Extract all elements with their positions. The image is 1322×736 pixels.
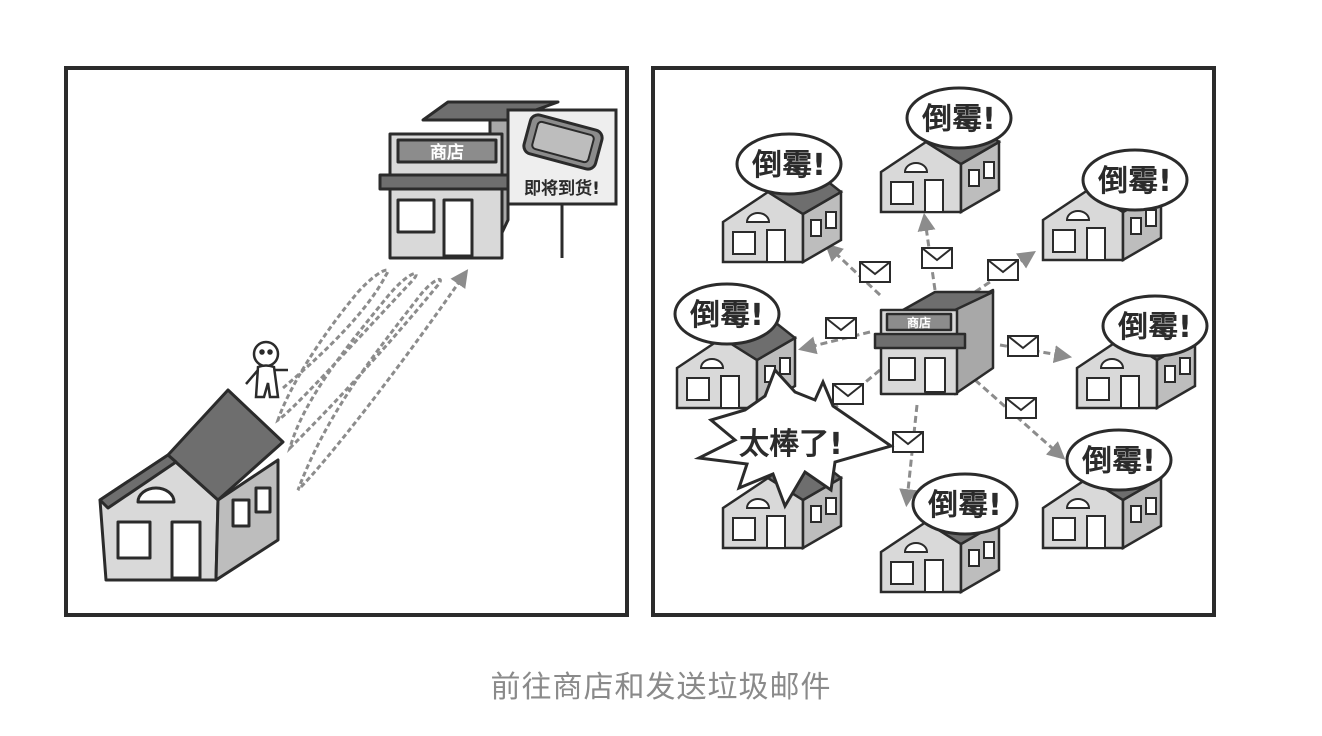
- envelope-icon: [1005, 397, 1037, 419]
- bubble-text: 倒霉!: [921, 102, 996, 137]
- store-sign-label: 商店: [430, 142, 464, 163]
- central-store: 商店: [873, 288, 995, 396]
- speech-bubble: 倒霉!: [1101, 294, 1209, 358]
- envelope-icon: [825, 317, 857, 339]
- billboard-label: 即将到货!: [524, 178, 600, 199]
- bad-luck-bubbles: 倒霉! 倒霉! 倒霉! 倒霉! 倒霉! 倒霉!: [673, 86, 1209, 536]
- envelope-icon: [832, 383, 864, 405]
- bubble-text: 倒霉!: [1097, 164, 1172, 199]
- bubble-text: 倒霉!: [751, 148, 826, 183]
- speech-bubble: 倒霉!: [911, 472, 1019, 536]
- figure-caption: 前往商店和发送垃圾邮件: [490, 670, 832, 705]
- speech-bubble: 倒霉!: [673, 282, 781, 346]
- speech-bubble: 倒霉!: [735, 132, 843, 196]
- right-scene: 商店 倒霉! 倒霉! 倒霉!: [673, 86, 1209, 594]
- bubble-text: 倒霉!: [689, 298, 764, 333]
- bubble-text: 倒霉!: [1081, 444, 1156, 479]
- person-figure: [245, 340, 288, 399]
- speech-bubble: 倒霉!: [1065, 428, 1173, 492]
- envelope-icon: [987, 259, 1019, 281]
- bubble-text: 倒霉!: [927, 488, 1002, 523]
- bubble-text: 倒霉!: [1117, 310, 1192, 345]
- left-panel-visit-store: 商店 即将到货!: [64, 66, 629, 617]
- walking-path: [275, 268, 469, 492]
- phone-icon: [522, 113, 604, 171]
- speech-bubble: 倒霉!: [905, 86, 1013, 150]
- great-starburst: 太棒了!: [693, 367, 895, 510]
- store-building: 商店: [378, 100, 560, 260]
- envelope-icon: [892, 431, 924, 453]
- envelope-icon: [921, 247, 953, 269]
- central-store-sign: 商店: [907, 315, 931, 330]
- speech-bubble: 倒霉!: [1081, 148, 1189, 212]
- home-house: [98, 388, 285, 582]
- coming-soon-billboard: 即将到货!: [506, 108, 618, 258]
- left-scene: 商店 即将到货!: [98, 100, 618, 582]
- envelope-icon: [1007, 335, 1039, 357]
- starburst-text: 太棒了!: [739, 427, 843, 462]
- right-panel-spam-mail: 商店 倒霉! 倒霉! 倒霉!: [651, 66, 1216, 617]
- envelope-icon: [859, 261, 891, 283]
